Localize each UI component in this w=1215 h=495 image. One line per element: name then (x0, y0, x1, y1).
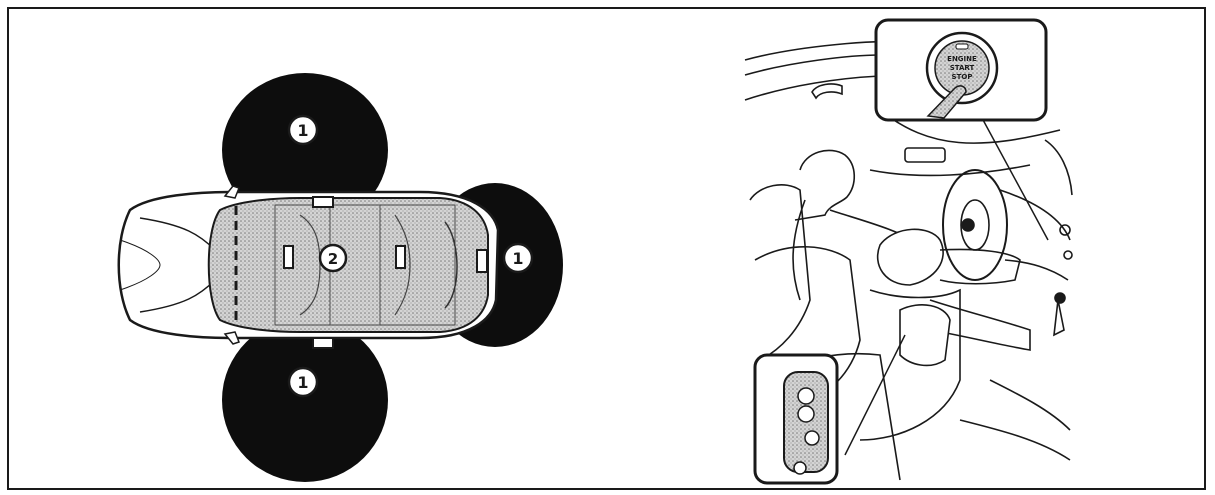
key-fob-inset (753, 353, 839, 485)
antenna-front-cabin (283, 245, 294, 269)
start-button-line-2: START (950, 64, 975, 72)
key-fob-leader (844, 334, 906, 456)
pointing-finger-icon (926, 85, 967, 119)
antenna-left-door (312, 196, 334, 208)
zone-marker-top: 1 (287, 114, 319, 146)
antenna-right-door (312, 337, 334, 349)
key-fob-unlock-button (797, 405, 815, 423)
key-fob-trunk-button (804, 430, 820, 446)
key-ring-icon (793, 461, 807, 475)
zone-marker-rear: 1 (502, 242, 534, 274)
svg-text:1: 1 (512, 249, 523, 268)
key-fob-lock-button (797, 387, 815, 405)
start-button-line-3: STOP (952, 73, 973, 81)
antenna-rear-bumper (476, 249, 488, 273)
antenna-rear-cabin (395, 245, 406, 269)
start-button-line-1: ENGINE (947, 55, 977, 63)
svg-text:1: 1 (297, 373, 308, 392)
zone-marker-bottom: 1 (287, 366, 319, 398)
detection-zone-right-side (222, 318, 388, 482)
start-button-inset: ENGINE START STOP (874, 18, 1048, 122)
cabin-marker: 2 (318, 243, 348, 273)
start-button-leader (981, 117, 1049, 241)
figure-frame (7, 7, 1206, 490)
detection-zone-left-side (222, 73, 388, 227)
svg-text:2: 2 (328, 250, 338, 268)
vehicle-top-view: 1 1 1 2 (117, 73, 563, 482)
cabin-area (207, 197, 489, 333)
svg-text:1: 1 (297, 121, 308, 140)
